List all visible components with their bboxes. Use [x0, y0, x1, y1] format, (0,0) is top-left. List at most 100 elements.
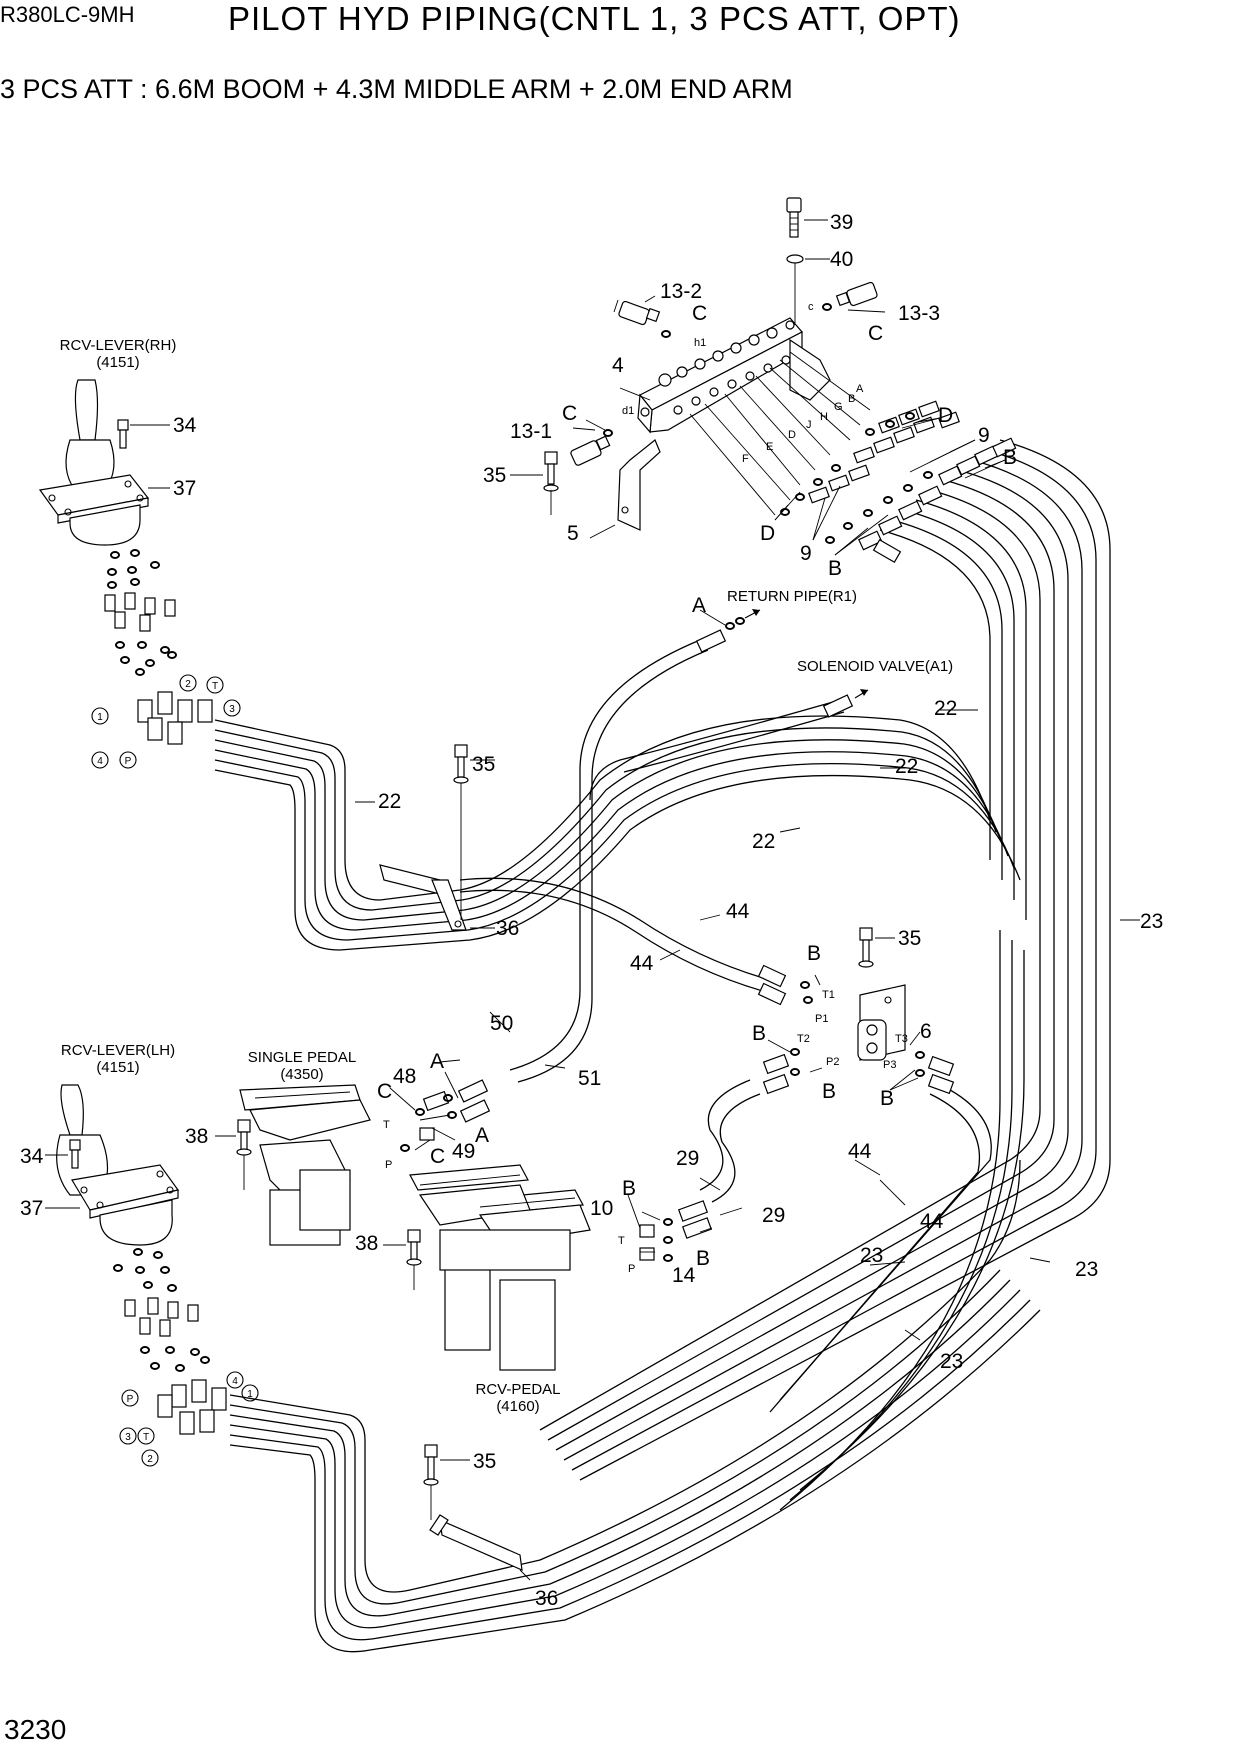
pipe-clamp-lower	[429, 1514, 523, 1571]
orings-manifold	[603, 303, 832, 437]
bolt-35-clamp-lower	[423, 1444, 470, 1520]
callout-d-lower: D	[760, 522, 775, 545]
lh-port-3: 3	[125, 1432, 131, 1443]
manifold-port-leader-lines	[689, 351, 871, 516]
callout-44-d: 44	[920, 1210, 944, 1233]
callout-22-a: 22	[934, 697, 957, 720]
callout-13-2: 13-2	[660, 280, 702, 303]
callout-b-upper: B	[1003, 446, 1017, 469]
bolt-38-single	[215, 1119, 252, 1190]
rh-port-4: 4	[97, 756, 103, 767]
port-g: G	[834, 401, 843, 413]
callout-10: 10	[590, 1197, 613, 1220]
port-p-single: P	[385, 1159, 392, 1171]
rcv-lever-rh	[38, 379, 150, 546]
washer-40	[786, 254, 830, 325]
manifold-bracket	[617, 338, 831, 531]
callout-38-single: 38	[185, 1125, 208, 1148]
page-subtitle: 3 PCS ATT : 6.6M BOOM + 4.3M MIDDLE ARM …	[0, 74, 793, 104]
port-c: c	[808, 301, 814, 313]
rh-port-t: T	[212, 681, 218, 692]
callout-a-single-upper: A	[430, 1050, 444, 1073]
callout-36-upper: 36	[496, 917, 519, 940]
callout-b-lower: B	[828, 557, 842, 580]
lh-port-1: 1	[247, 1389, 253, 1400]
bolt-35-manifold	[510, 451, 559, 515]
single-pedal-name: SINGLE PEDAL	[248, 1049, 356, 1066]
callout-50: 50	[490, 1012, 513, 1035]
callout-34-rh: 34	[173, 414, 197, 437]
page-number: 3230	[4, 1714, 67, 1745]
callout-35-manifold: 35	[483, 464, 506, 487]
port-p1: P1	[815, 1013, 828, 1025]
solenoid-valve-label: SOLENOID VALVE(A1)	[797, 658, 953, 675]
port-t-rcv: T	[618, 1235, 625, 1247]
callout-22-b: 22	[895, 755, 918, 778]
port-b: B	[848, 393, 855, 405]
callout-23-d: 23	[940, 1350, 963, 1373]
lh-port-t: T	[143, 1432, 149, 1443]
callout-39: 39	[830, 211, 853, 234]
port-d1: d1	[622, 405, 634, 417]
bolt-35-clamp-upper	[453, 744, 495, 920]
model-number: R380LC-9MH	[0, 2, 135, 27]
fittings-row-b	[825, 437, 1017, 564]
single-pedal	[239, 1084, 371, 1246]
pipe-bundle-right-vertical	[539, 439, 1111, 1481]
port-p3: P3	[883, 1059, 896, 1071]
lh-port-4: 4	[232, 1376, 238, 1387]
port-j: J	[806, 419, 812, 431]
rcv-lever-rh-name: RCV-LEVER(RH)	[60, 337, 177, 354]
callout-c-13-2: C	[692, 302, 707, 325]
lh-port-2: 2	[147, 1454, 153, 1465]
callout-4: 4	[612, 354, 624, 377]
callout-36-lower: 36	[535, 1587, 558, 1610]
port-p-rcv: P	[628, 1263, 635, 1275]
leader-lines	[355, 295, 1140, 1581]
callout-b-rcv-lower: B	[696, 1247, 710, 1270]
callout-9-upper: 9	[978, 424, 990, 447]
callout-b-valve-t1: B	[807, 942, 821, 965]
rh-fittings-stack	[104, 549, 177, 676]
callout-22-c: 22	[752, 830, 775, 853]
rcv-lever-lh-name: RCV-LEVER(LH)	[61, 1042, 175, 1059]
port-t2: T2	[797, 1033, 810, 1045]
pipe-bundle-lower	[229, 930, 1041, 1653]
bolt-38-rcv	[383, 1229, 422, 1290]
callout-b-valve-p2: B	[822, 1080, 836, 1103]
rcv-lever-rh-code: (4151)	[96, 354, 139, 371]
callout-51: 51	[578, 1067, 601, 1090]
callout-37-rh: 37	[173, 477, 196, 500]
callout-b-valve-p3: B	[880, 1087, 894, 1110]
manifold-block	[637, 317, 803, 434]
callout-b-rcv-upper: B	[622, 1177, 636, 1200]
return-pipe-label: RETURN PIPE(R1)	[727, 588, 857, 605]
rh-port-p: P	[125, 756, 132, 767]
lh-port-p: P	[127, 1394, 134, 1405]
callout-a-single-lower: A	[475, 1124, 489, 1147]
rcv-pedal	[409, 1164, 591, 1371]
rh-port-2: 2	[185, 679, 191, 690]
solenoid-valve-fitting	[822, 689, 869, 718]
component-labels: RCV-LEVER(RH) (4151) RCV-LEVER(LH) (4151…	[60, 337, 954, 1415]
callout-13-3: 13-3	[898, 302, 940, 325]
callout-44-a: 44	[726, 900, 750, 923]
callout-44-b: 44	[630, 952, 654, 975]
callout-34-lh: 34	[20, 1145, 44, 1168]
return-pipe-fitting	[695, 609, 761, 653]
callout-23-b: 23	[860, 1244, 883, 1267]
bolt-39	[786, 197, 828, 238]
callout-c-13-1: C	[562, 402, 577, 425]
callout-c-single-upper: C	[377, 1080, 392, 1103]
port-f: F	[742, 453, 749, 465]
lh-pipe-ends	[157, 1379, 227, 1435]
valve-fittings	[757, 964, 955, 1095]
rh-circled-ports: 1 2 T 3 4 P	[91, 674, 241, 769]
bolt-34-lh	[45, 1139, 81, 1169]
lh-fittings-stack	[113, 1248, 210, 1372]
callout-6: 6	[920, 1020, 932, 1043]
callout-labels: 39 40 13-2 C 13-3 C 4 C 13-1 35 5 D 9 B …	[20, 211, 1163, 1610]
rh-port-3: 3	[229, 704, 235, 715]
callout-37-lh: 37	[20, 1197, 43, 1220]
callout-14: 14	[672, 1264, 696, 1287]
